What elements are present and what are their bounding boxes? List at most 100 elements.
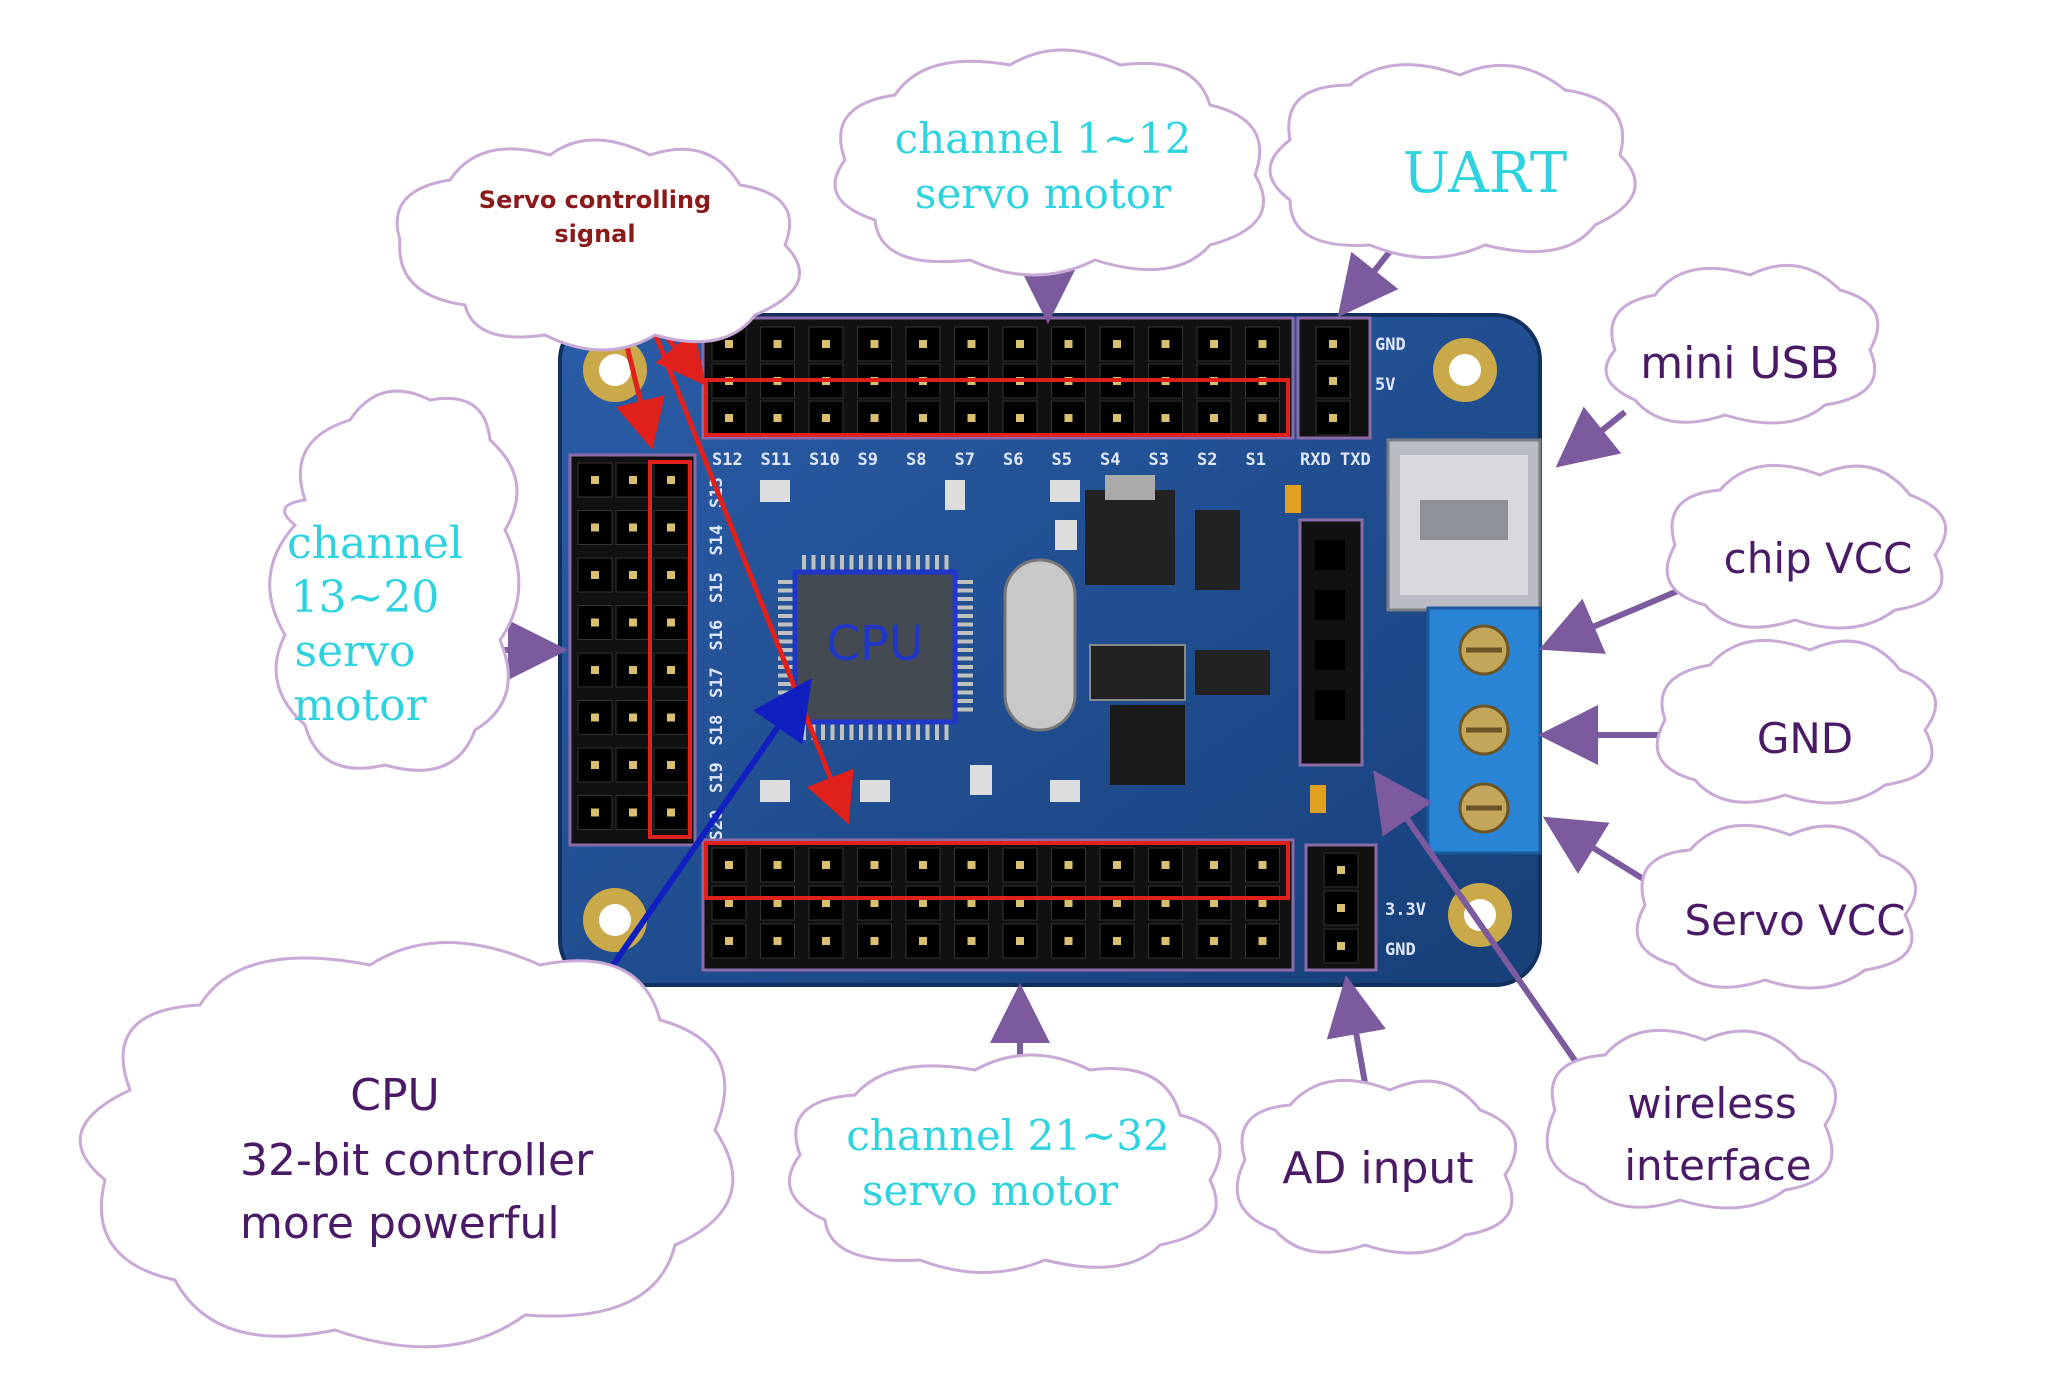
header-pin-tip [591, 523, 599, 532]
label-cpu-line1: CPU [350, 1070, 439, 1121]
voltage-regulator [1085, 475, 1240, 590]
header-pin-tip [1016, 414, 1024, 422]
header-pin-tip [1113, 899, 1121, 907]
header-pin-tip [1064, 861, 1073, 869]
header-pin-tip [591, 666, 599, 674]
chip-pin [955, 673, 973, 678]
chip-pin [887, 722, 892, 740]
chip-pin [944, 555, 949, 573]
chip-pin [778, 622, 796, 627]
chip-pin [778, 656, 796, 661]
chip-pin [778, 597, 796, 601]
chip-pin [830, 722, 835, 740]
header-pin-tip [725, 861, 733, 869]
header-pin-tip [1258, 899, 1267, 907]
header-pin-tip [1113, 414, 1121, 422]
header-pin-tip [667, 713, 675, 722]
chip-pin [955, 622, 973, 627]
chip-pin [955, 690, 973, 695]
chip-pin [821, 555, 825, 573]
label-cpu-line3: more powerful [240, 1198, 560, 1249]
chip-pin [935, 722, 939, 740]
wireless-pin-header [1298, 518, 1364, 767]
header-pin [1148, 326, 1183, 362]
cloud-shape [78, 941, 735, 1349]
label-servo-signal-line1: Servo controlling [479, 186, 711, 214]
callout-cpu: CPU 32-bit controller more powerful [78, 941, 735, 1349]
chip-pin [916, 722, 920, 740]
header-pin [653, 605, 689, 640]
header-pin-tip [629, 713, 637, 722]
signal-row-highlight [704, 378, 1290, 437]
label-channel-1-12-line1: channel 1~12 [895, 114, 1192, 163]
cloud-shape [1604, 263, 1880, 425]
header-pin-tip [919, 899, 927, 907]
header-pin-tip [822, 340, 830, 348]
header-pin-tip [629, 618, 637, 627]
header-pin-tip [1113, 937, 1121, 945]
header-pin-tip [1016, 937, 1024, 945]
label-servo-signal-line2: signal [554, 220, 635, 248]
chip-pin [944, 722, 949, 740]
header-pin-tip [1329, 377, 1337, 385]
callout-channel-1-12: channel 1~12 servo motor [833, 48, 1266, 277]
label-servo-vcc: Servo VCC [1684, 896, 1905, 945]
header-pin-tip [822, 899, 830, 907]
header-pin-tip [725, 414, 733, 422]
header-pin [1245, 885, 1280, 921]
chip-pin [897, 555, 901, 573]
header-pin-tip [1016, 340, 1024, 348]
header-pin-tip [1161, 899, 1170, 907]
top-pin-header [701, 316, 1295, 440]
header-pin-tip [1329, 414, 1337, 422]
chip-pin [802, 555, 806, 573]
pin-label-rxd: RXD [1300, 450, 1331, 470]
header-pin-tip [870, 899, 879, 907]
callout-ad-input: AD input [1235, 1078, 1517, 1255]
silkscreen-label: S9 [858, 450, 878, 470]
chip-pin [778, 631, 796, 635]
label-wireless-line1: wireless [1627, 1079, 1796, 1128]
chip-pin [935, 555, 939, 573]
header-pin-tip [822, 414, 830, 422]
chip-pin [955, 707, 973, 712]
silkscreen-label: S15 [707, 572, 727, 603]
header-pin-tip [1337, 904, 1345, 912]
chip-pin [778, 588, 796, 593]
label-channel-13-20-line2: 13~20 [291, 572, 440, 623]
label-chip-vcc: chip VCC [1724, 534, 1913, 583]
chip-pin [811, 555, 816, 573]
silkscreen-label: S10 [809, 450, 840, 470]
header-pin-tip [1337, 942, 1345, 950]
header-pin-tip [629, 571, 637, 579]
silkscreen-label: S1 [1246, 450, 1266, 470]
header-pin [1148, 885, 1183, 921]
header-pin-tip [1161, 340, 1170, 348]
chip-pin [955, 656, 973, 661]
silkscreen-label: S14 [707, 525, 727, 556]
label-ad-input: AD input [1282, 1143, 1473, 1194]
cpu-chip: CPU [778, 555, 973, 740]
header-pin-tip [870, 861, 879, 869]
arrow-chip-vcc [1538, 587, 1682, 654]
header-pin-tip [591, 476, 599, 484]
chip-pin [955, 631, 973, 635]
chip-pin [955, 648, 973, 652]
header-pin-tip [1161, 861, 1170, 869]
header-pin-tip [1064, 937, 1073, 945]
chip-pin [840, 555, 844, 573]
callout-mini-usb: mini USB [1604, 263, 1880, 425]
header-pin-tip [773, 340, 782, 348]
header-pin-tip [773, 414, 782, 422]
header-pin-tip [667, 618, 675, 627]
chip-pin [925, 722, 930, 740]
chip-pin [868, 555, 873, 573]
header-pin-tip [773, 899, 782, 907]
silkscreen-label: S18 [707, 715, 727, 746]
header-pin-tip [591, 808, 599, 817]
label-channel-13-20-line4: motor [293, 680, 427, 731]
header-pin-tip [1210, 899, 1218, 907]
cloud-shape [788, 1053, 1222, 1274]
header-pin-tip [870, 340, 879, 348]
cpu-chip-label: CPU [826, 616, 924, 672]
